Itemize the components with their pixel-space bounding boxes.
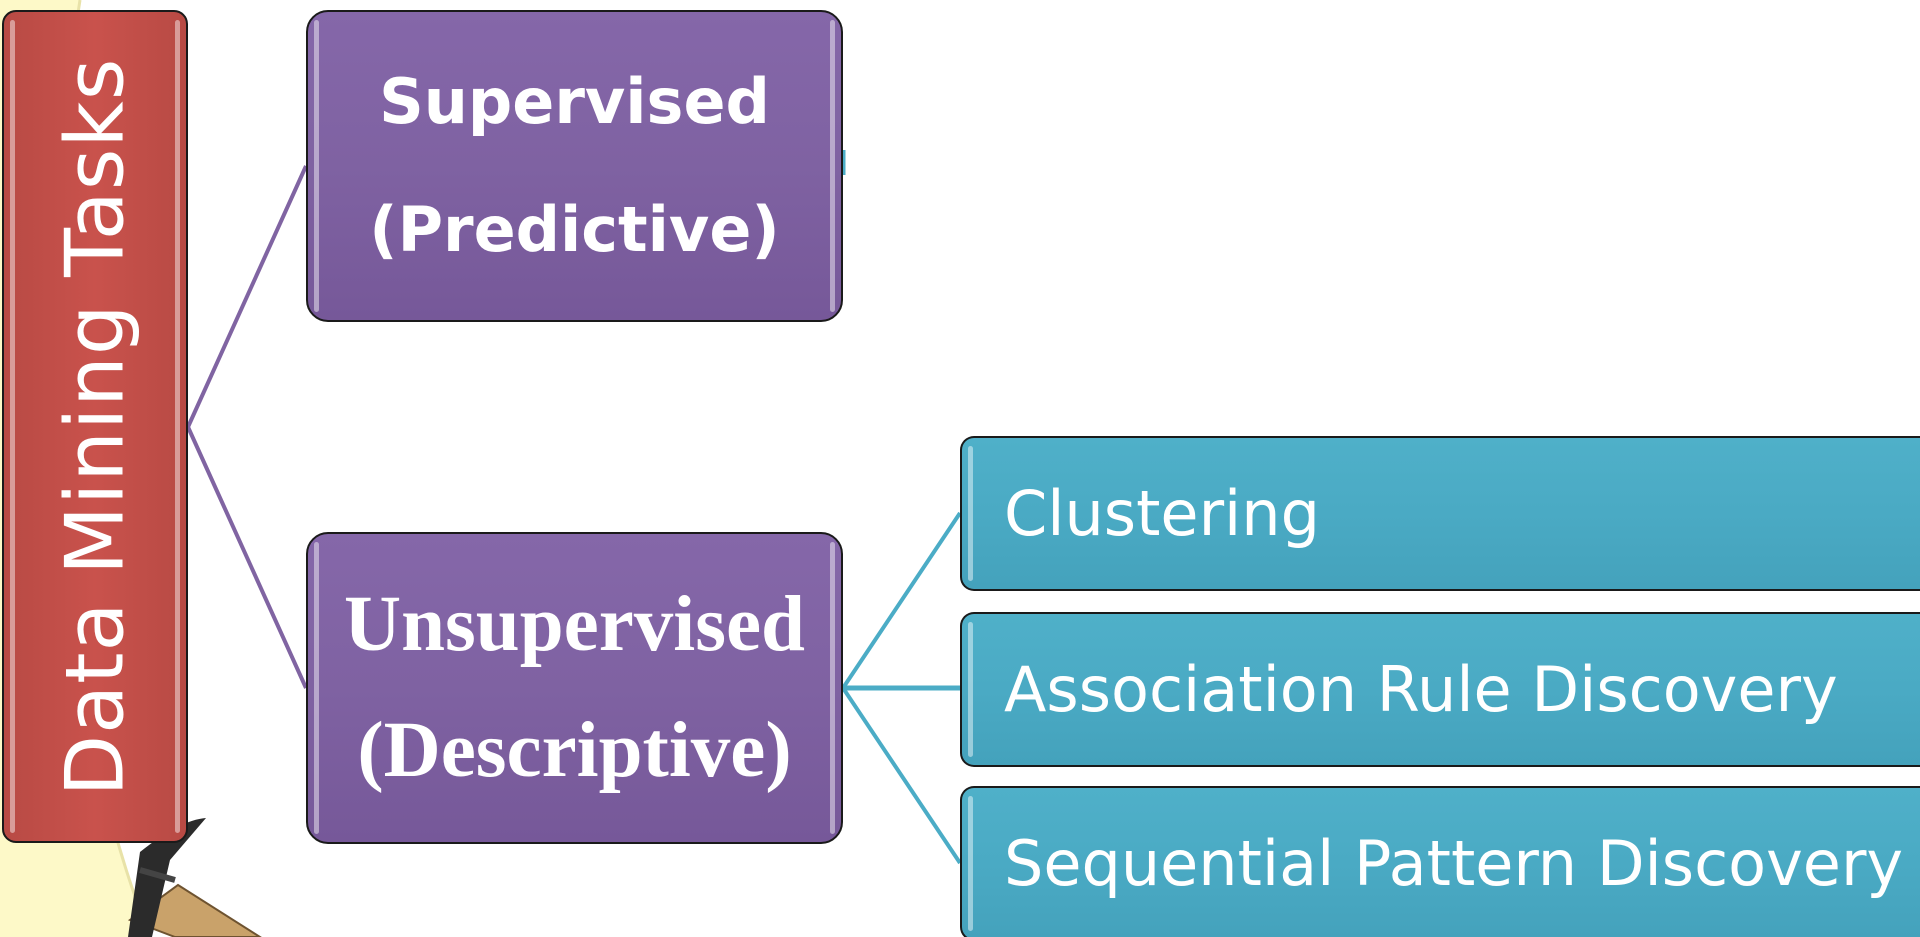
category-unsupervised-line1: Unsupervised xyxy=(344,581,805,668)
task-sequential-pattern-discovery: Sequential Pattern Discovery xyxy=(960,786,1920,937)
category-supervised-line1: Supervised xyxy=(379,65,770,138)
connector-sequential xyxy=(841,686,962,865)
task-association-rule-discovery: Association Rule Discovery xyxy=(960,612,1920,767)
task-clustering: Clustering xyxy=(960,436,1920,591)
root-label: Data Mining Tasks xyxy=(48,57,142,796)
category-supervised: Supervised (Predictive) xyxy=(306,10,843,322)
connector-clustering xyxy=(841,511,962,690)
task-connectors xyxy=(841,511,962,865)
connector-root-supervised xyxy=(186,165,308,428)
category-unsupervised: Unsupervised (Descriptive) xyxy=(306,532,843,844)
pickaxe-icon xyxy=(127,818,262,937)
category-unsupervised-line2: (Descriptive) xyxy=(357,707,792,794)
task-sequential-label: Sequential Pattern Discovery xyxy=(1004,827,1904,900)
task-association-label: Association Rule Discovery xyxy=(1004,653,1838,726)
category-supervised-line2: (Predictive) xyxy=(369,193,780,266)
connector-root-unsupervised xyxy=(186,426,308,689)
task-clustering-label: Clustering xyxy=(1004,477,1320,550)
root-connectors xyxy=(186,165,308,689)
root-node: Data Mining Tasks xyxy=(2,10,188,843)
